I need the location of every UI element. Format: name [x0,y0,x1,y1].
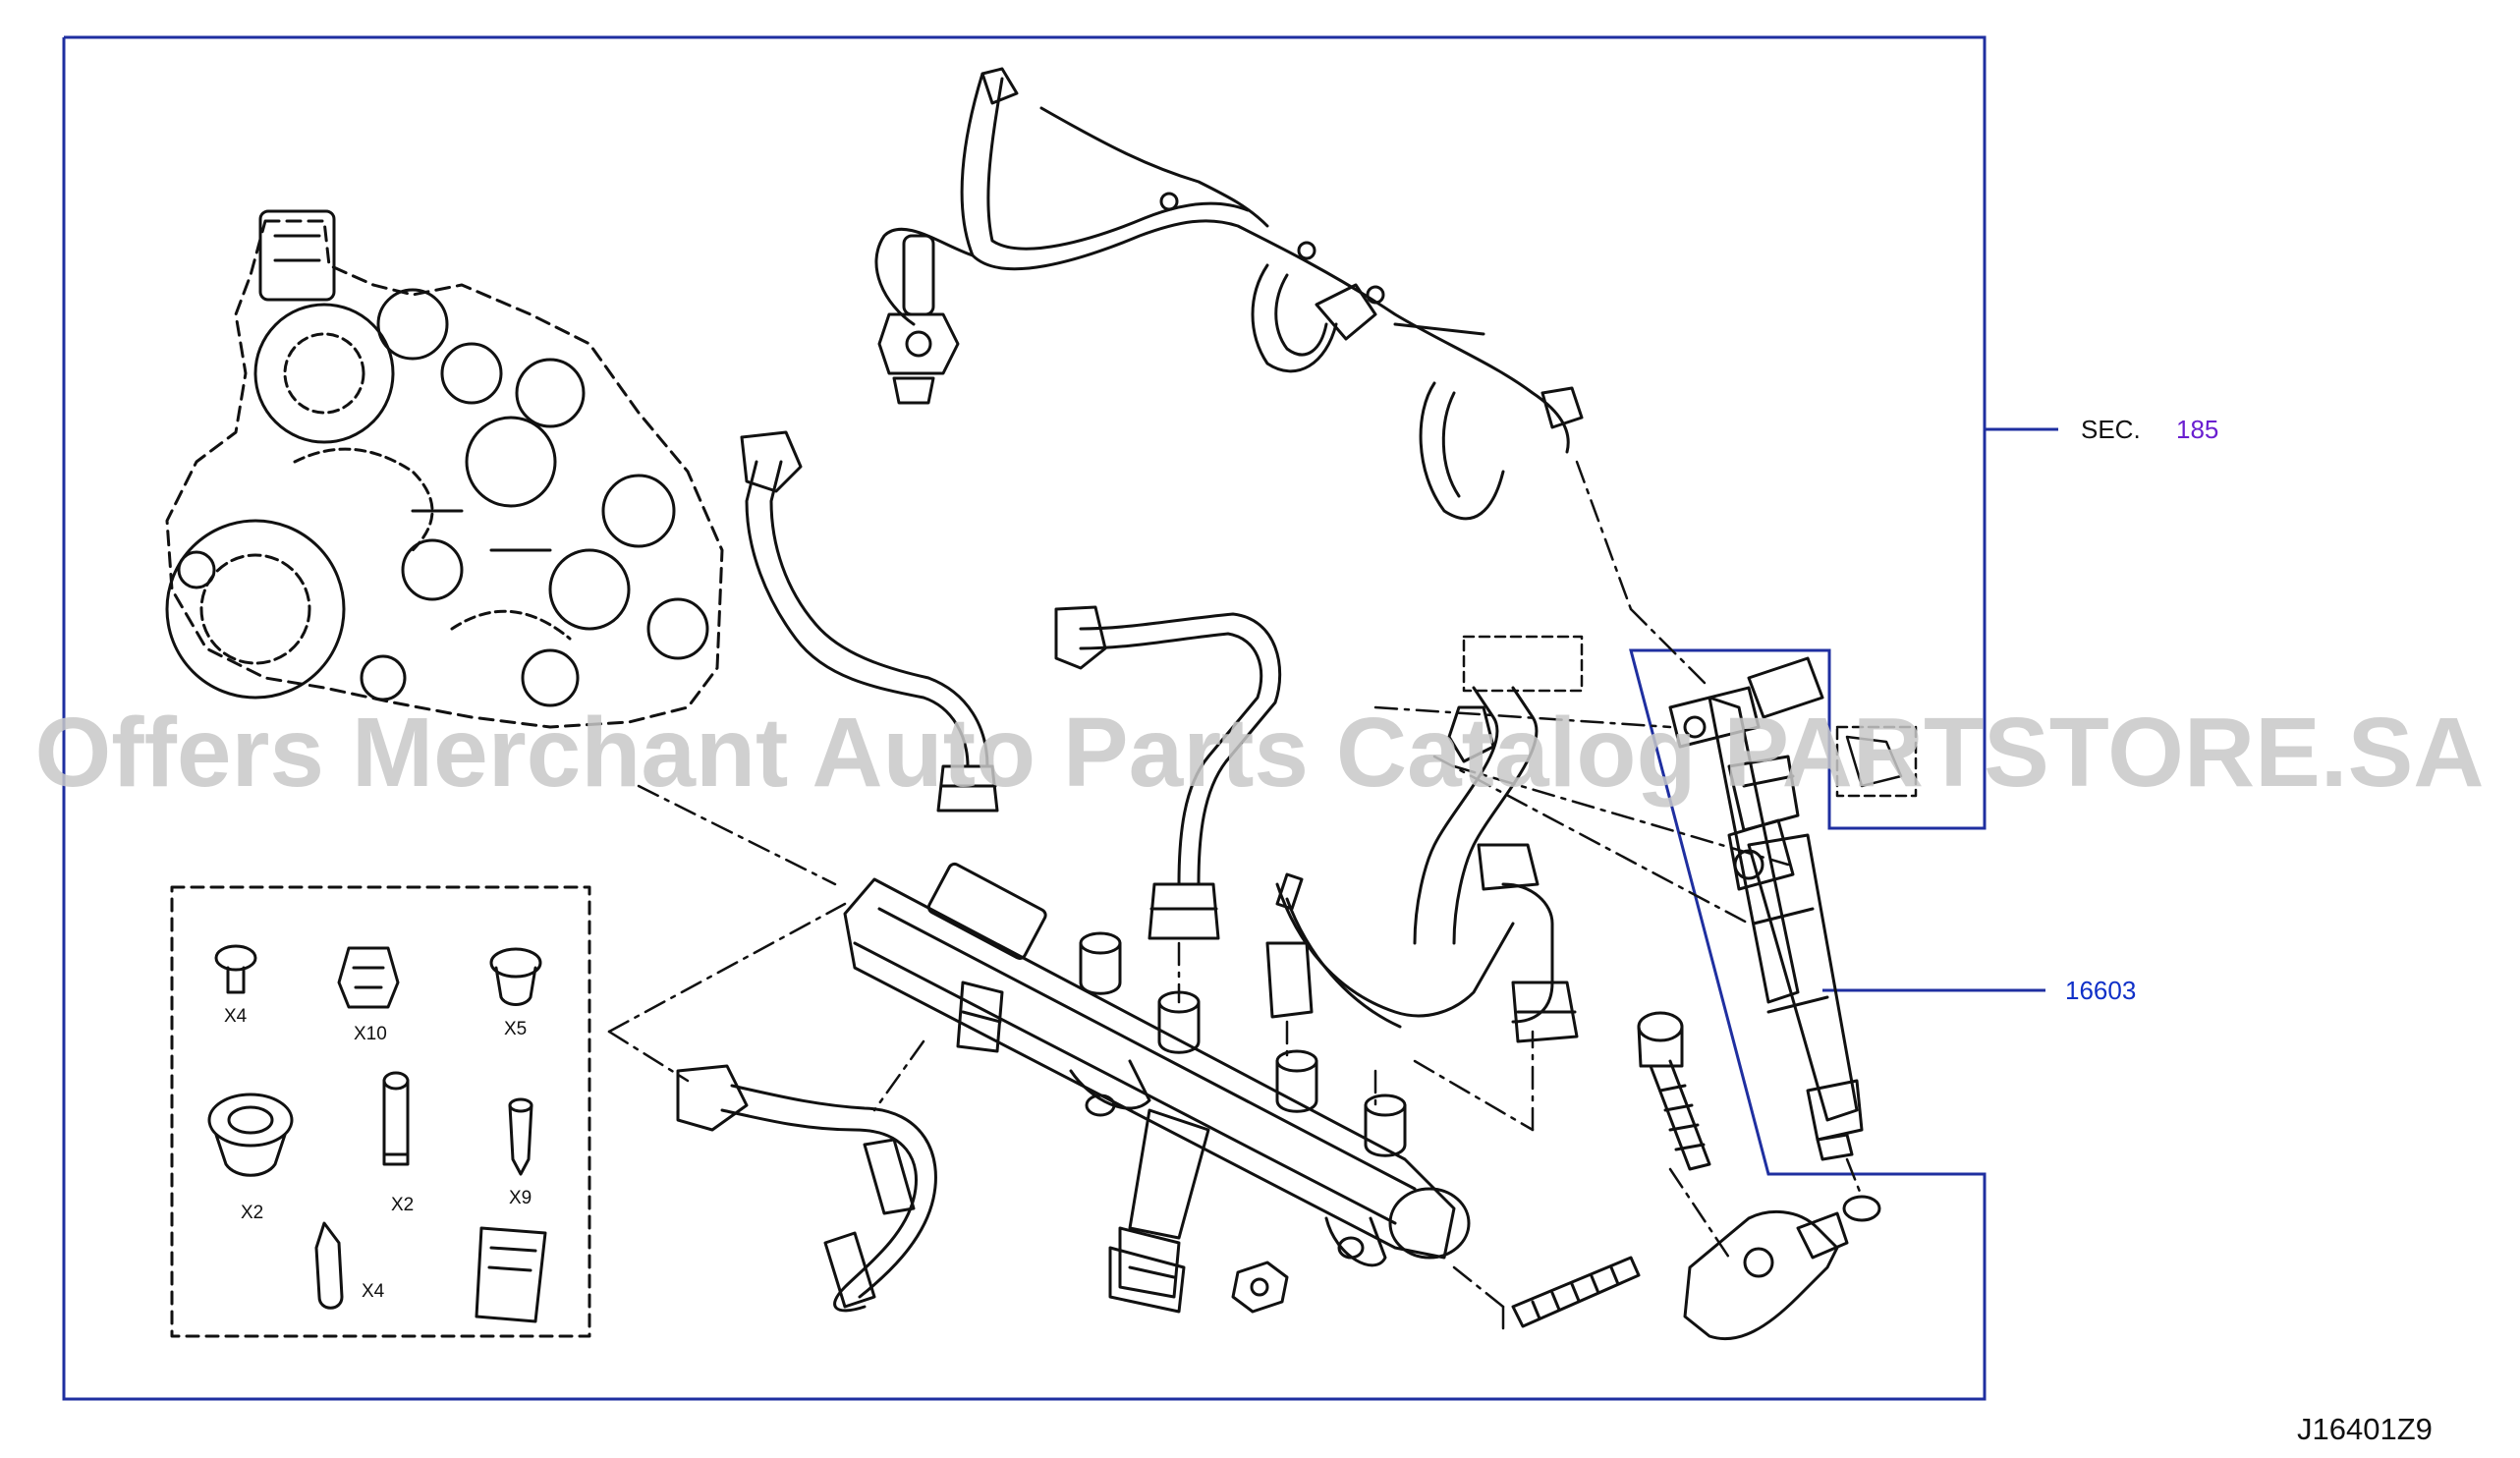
kit-box [170,885,591,1338]
kit-seal-icon [207,1093,294,1177]
bolt-drawing [1637,1011,1711,1171]
fuel-pipe-3-drawing [1265,686,1579,1043]
diagram-code: J16401Z9 [2297,1412,2433,1446]
kit-plug-icon [508,1097,533,1176]
kit-qty-plug: X9 [509,1188,532,1208]
kit-qty-pin: X2 [391,1195,414,1215]
kit-qty-grommet: X5 [504,1019,527,1039]
kit-cap-icon [337,946,400,1009]
injector-drawing [1668,656,1881,1222]
kit-qty-cap: X10 [354,1024,387,1044]
sec-prefix-label: SEC. [2081,415,2141,444]
kit-dowel-icon [314,1221,344,1310]
stud-drawing [1511,1256,1641,1328]
kit-rivet-icon [214,944,257,994]
main-frame [62,35,2058,1401]
watermark-text: Offers Merchant Auto Parts Catalog PARTS… [35,698,2485,808]
injector-harness-drawing [874,67,1584,521]
fuel-pipe-2-drawing [1054,605,1282,940]
clamp-drawing [1683,1209,1849,1341]
leader-lines [607,460,1864,1338]
fuel-pipe-1-drawing [740,430,999,813]
kit-qty-dowel: X4 [362,1281,385,1302]
kit-instruction-sheet-icon [475,1226,547,1323]
high-pressure-pump-drawing [165,209,724,729]
fuel-rail-drawing [843,862,1471,1314]
kit-grommet-icon [489,947,542,1006]
connector-detail-boxes [1462,635,1918,798]
sec-number-link[interactable]: 185 [2176,415,2218,444]
part-number-link[interactable]: 16603 [2065,976,2136,1005]
nut-drawing [1231,1261,1289,1314]
kit-qty-seal: X2 [241,1203,263,1223]
kit-pin-icon [382,1071,410,1166]
kit-qty-rivet: X4 [224,1006,248,1027]
fuel-pipe-4-drawing [676,1064,937,1313]
line-art [165,67,1918,1341]
kit-quantity-labels: X4 X10 X5 X2 X2 X9 X4 [224,1006,532,1302]
